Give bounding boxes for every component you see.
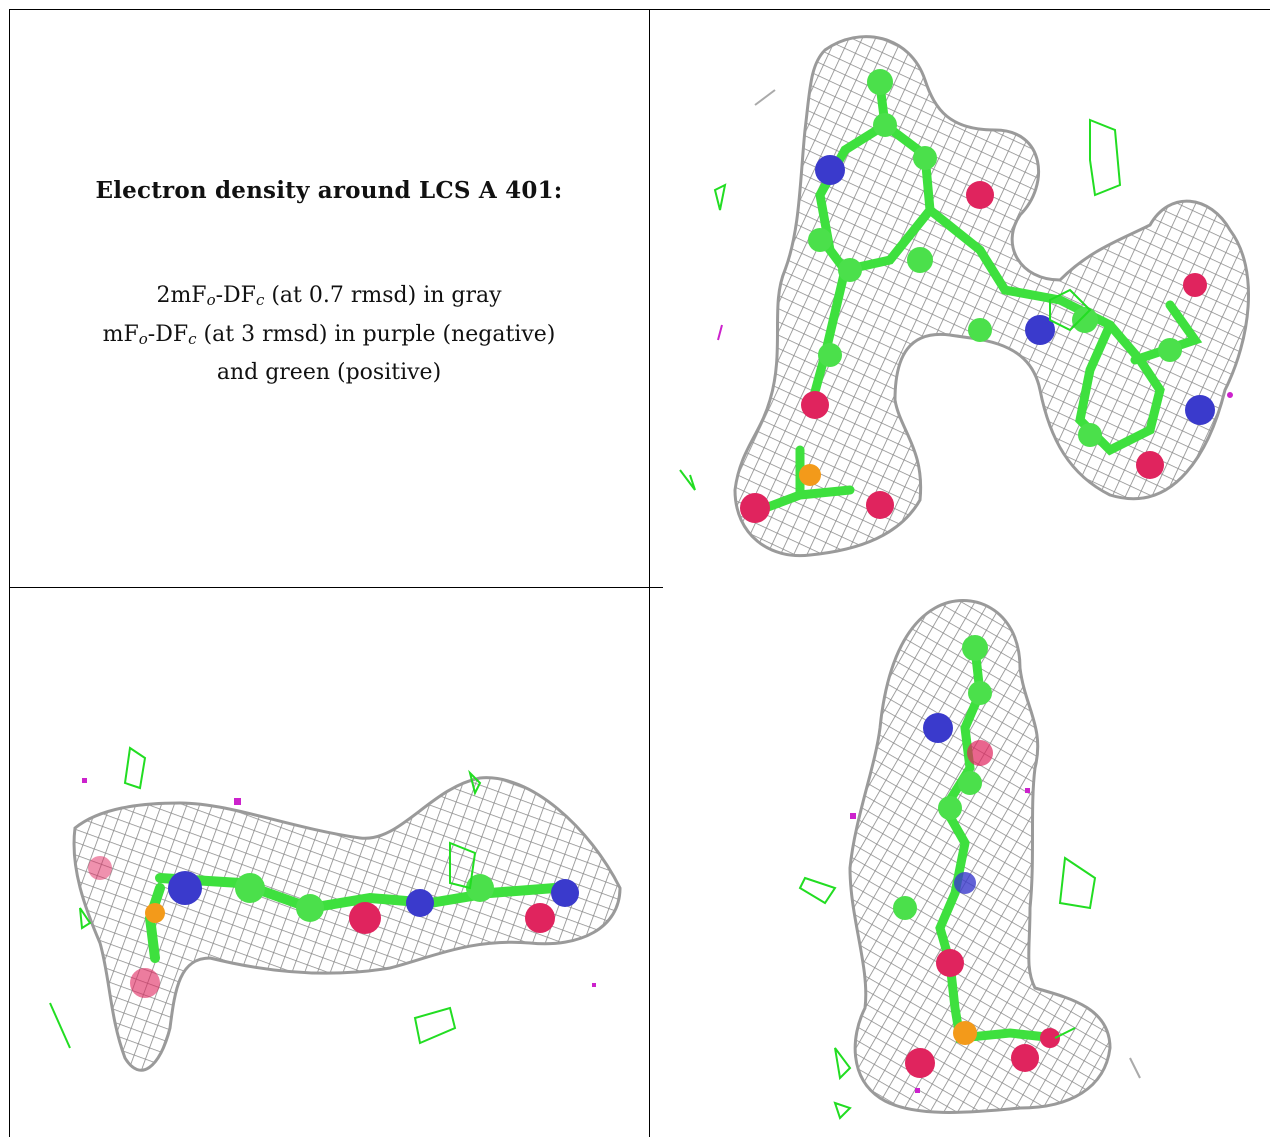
- ligand-density-view-3-icon: [798, 599, 1141, 1120]
- positive-difference-density: [798, 856, 1097, 1120]
- legend-line-gray-suffix: (at 0.7 rmsd) in gray: [264, 283, 502, 308]
- atoms: [893, 635, 1060, 1078]
- stray-mesh: [754, 89, 776, 106]
- middle-divider-left: [9, 587, 649, 588]
- density-mesh: [72, 776, 622, 1072]
- atoms: [740, 69, 1215, 523]
- figure-grid: Electron density around LCS A 401: 2mFo-…: [9, 9, 1270, 1137]
- negative-difference-density: [82, 778, 596, 987]
- density-mesh: [848, 599, 1112, 1114]
- top-border: [9, 9, 1270, 10]
- legend-cell: Electron density around LCS A 401: 2mFo-…: [9, 9, 649, 587]
- negative-difference-density: [717, 324, 1233, 398]
- negative-difference-density: [850, 788, 1030, 1093]
- middle-divider-right: [649, 587, 663, 588]
- legend-line-difference-mid: -DF: [147, 322, 189, 347]
- legend-line-gray-prefix: 2mF: [156, 283, 207, 308]
- positive-difference-density: [679, 118, 1122, 491]
- legend-title: Electron density around LCS A 401:: [95, 177, 563, 204]
- atoms: [88, 856, 579, 998]
- left-border: [9, 9, 10, 1137]
- legend-line-difference-sub-c: c: [188, 330, 197, 348]
- legend-line-gray: 2mFo-DFc (at 0.7 rmsd) in gray: [9, 283, 649, 309]
- legend-line-difference-sub-o: o: [138, 330, 148, 348]
- legend-line-positive: and green (positive): [216, 360, 442, 385]
- center-divider: [649, 9, 650, 1137]
- positive-difference-density: [49, 746, 482, 1049]
- density-view-top-right: [650, 10, 1270, 587]
- legend-line-gray-sub-o: o: [206, 291, 216, 309]
- legend-line-gray-sub-c: c: [255, 291, 265, 309]
- density-view-bottom-right: [650, 588, 1270, 1137]
- density-mesh: [733, 35, 1250, 558]
- ligand-density-view-1-icon: [679, 35, 1250, 558]
- legend-line-gray-mid: -DF: [215, 283, 256, 308]
- legend-line-difference: mFo-DFc (at 3 rmsd) in purple (negative): [9, 322, 649, 348]
- ligand-density-view-2-icon: [49, 746, 622, 1072]
- legend-line-difference-prefix: mF: [102, 322, 139, 347]
- stray-mesh: [1129, 1057, 1141, 1079]
- density-view-bottom-left: [10, 588, 649, 1137]
- legend-line-difference-suffix: (at 3 rmsd) in purple (negative): [196, 322, 556, 347]
